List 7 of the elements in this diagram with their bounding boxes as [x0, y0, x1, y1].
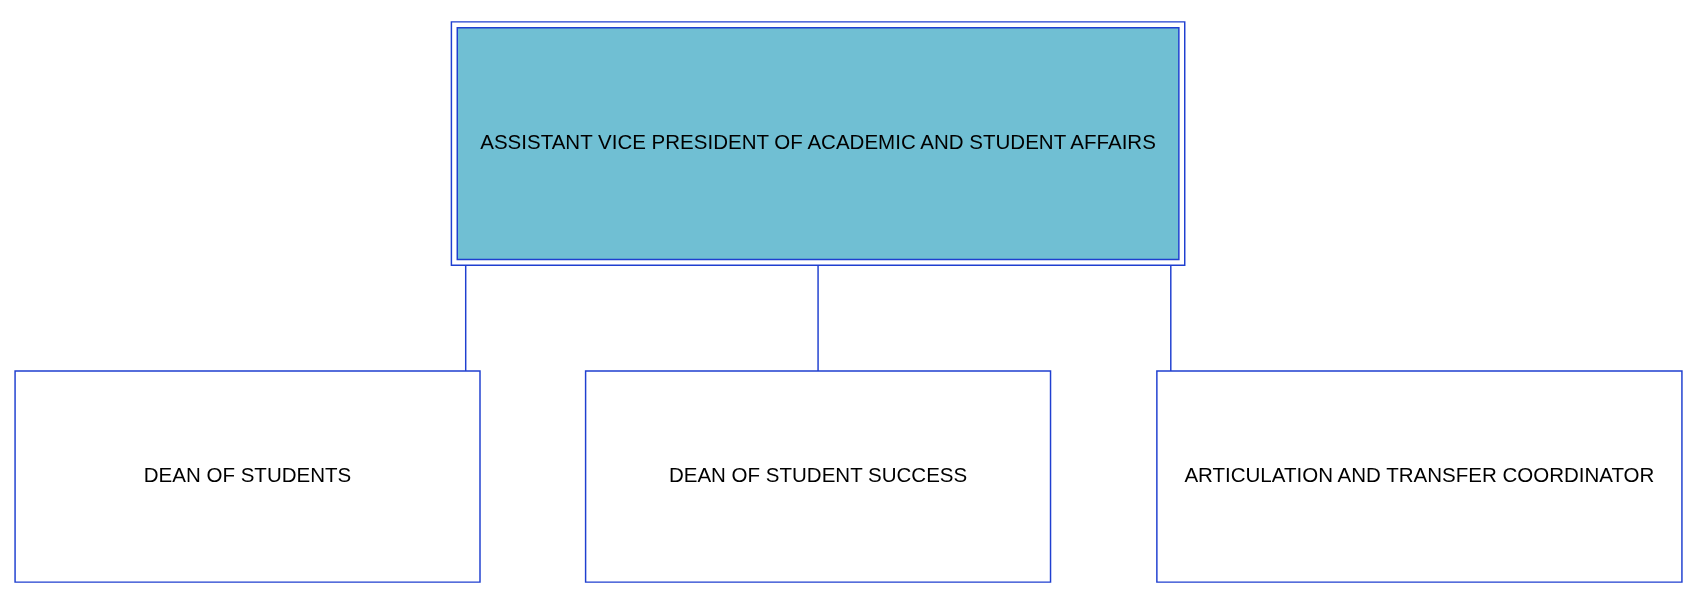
- node-box: ASSISTANT VICE PRESIDENT OF ACADEMIC AND STUDENT AFFAIRS: [450, 20, 1186, 266]
- node-box: ARTICULATION AND TRANSFER COORDINATOR: [1156, 369, 1683, 583]
- node-box: DEAN OF STUDENTS: [14, 369, 481, 583]
- connector: [464, 264, 467, 372]
- connector: [1170, 264, 1172, 372]
- connector: [817, 264, 819, 372]
- node-box: DEAN OF STUDENT SUCCESS: [584, 369, 1052, 583]
